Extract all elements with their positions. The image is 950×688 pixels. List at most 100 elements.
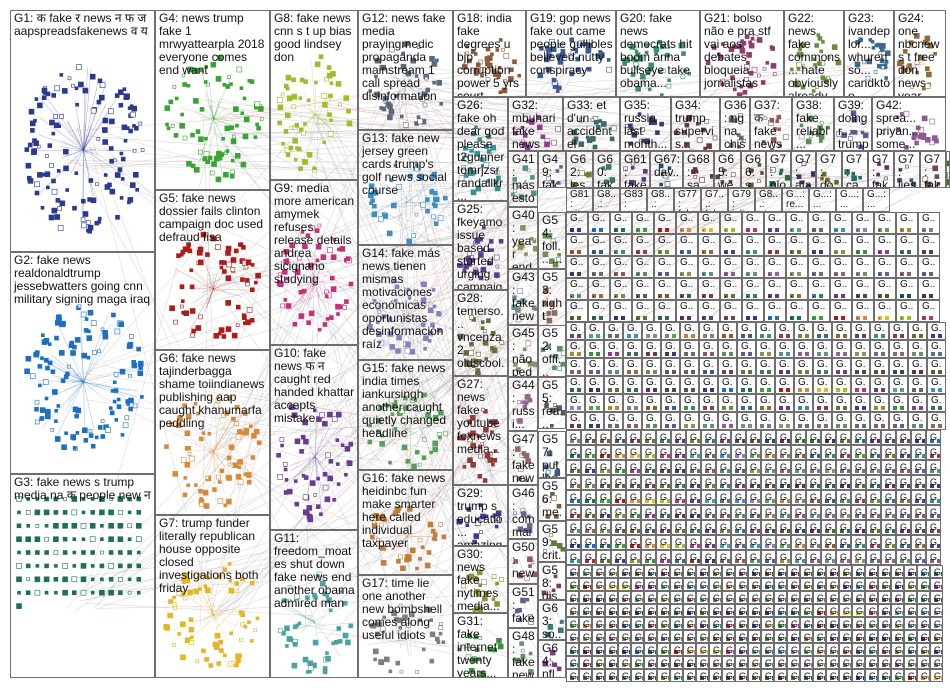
cluster-label: G... bbox=[874, 359, 885, 376]
cluster-label: G... bbox=[660, 552, 668, 564]
graph-node bbox=[218, 640, 223, 645]
graph-node bbox=[137, 370, 144, 377]
graph-node bbox=[62, 589, 68, 596]
cluster-label: G47: fake news... bbox=[512, 432, 535, 485]
cluster-label: G... bbox=[900, 432, 908, 444]
graph-node bbox=[44, 563, 49, 569]
graph-node bbox=[187, 248, 193, 254]
cluster-label: G... bbox=[615, 492, 623, 504]
intra-edge bbox=[314, 422, 343, 457]
graph-node bbox=[283, 129, 289, 134]
cluster-label: G... bbox=[570, 359, 581, 376]
graph-node bbox=[102, 127, 108, 133]
graph-node bbox=[287, 598, 291, 603]
graph-node bbox=[122, 87, 127, 91]
graph-node bbox=[242, 430, 248, 436]
cluster-panel-small: G... bbox=[686, 490, 701, 505]
cluster-label: G... bbox=[735, 537, 743, 549]
cluster-label: G... bbox=[931, 341, 942, 358]
intra-edge bbox=[38, 96, 84, 151]
graph-node bbox=[118, 510, 123, 515]
graph-node bbox=[127, 523, 132, 529]
graph-node bbox=[89, 536, 96, 543]
intra-edge bbox=[76, 127, 84, 151]
graph-node bbox=[281, 630, 286, 636]
cluster-panel-small: G... bbox=[896, 490, 911, 505]
cluster-panel-small: G... bbox=[701, 505, 716, 520]
intra-edge bbox=[307, 613, 316, 623]
graph-node bbox=[53, 536, 59, 543]
cluster-panel-small: G... bbox=[610, 212, 632, 234]
cluster-panel-small: G... bbox=[701, 475, 716, 490]
cluster-panel-small: G... bbox=[671, 490, 686, 505]
graph-node bbox=[51, 207, 58, 214]
cluster-panel-g30: G30: news fake nytimes media... bbox=[453, 546, 508, 613]
cluster-label: G37: क fake news timesofi... bbox=[754, 98, 783, 151]
cluster-panel-g74: G7: fak... bbox=[868, 151, 894, 188]
graph-node bbox=[388, 669, 393, 674]
cluster-label: G... bbox=[922, 279, 936, 300]
graph-node bbox=[214, 632, 221, 639]
graph-node bbox=[28, 108, 35, 115]
inter-cluster-edge bbox=[387, 308, 557, 360]
inter-cluster-edge bbox=[219, 130, 730, 286]
graph-node bbox=[253, 628, 257, 633]
cluster-label: G... bbox=[636, 213, 650, 234]
inter-cluster-edge bbox=[213, 123, 640, 435]
cluster-panel-small: G... bbox=[581, 505, 596, 520]
cluster-panel-g61: G61: fake... bbox=[620, 151, 650, 188]
cluster-panel-g33: G33: et d'un accidentel incendie... bbox=[563, 97, 620, 151]
graph-node bbox=[281, 141, 285, 146]
graph-node bbox=[302, 656, 309, 663]
cluster-panel-small: G... bbox=[698, 278, 720, 300]
graph-node bbox=[336, 462, 340, 466]
cluster-panel-small: G... bbox=[830, 278, 852, 300]
intra-edge bbox=[41, 381, 84, 429]
intra-edge bbox=[405, 202, 407, 204]
graph-node bbox=[329, 315, 334, 320]
graph-node bbox=[209, 170, 215, 176]
intra-edge bbox=[199, 116, 214, 120]
graph-node bbox=[109, 497, 113, 501]
graph-node bbox=[135, 188, 139, 192]
graph-node bbox=[428, 330, 434, 336]
graph-node bbox=[38, 383, 42, 388]
graph-node bbox=[234, 662, 239, 668]
graph-node bbox=[94, 435, 99, 440]
cluster-label: G... bbox=[615, 537, 623, 549]
intra-edge bbox=[406, 317, 432, 338]
graph-node bbox=[221, 334, 227, 339]
intra-edge bbox=[314, 435, 324, 457]
cluster-panel-small: G... bbox=[698, 256, 720, 278]
graph-node bbox=[367, 324, 373, 330]
graph-node bbox=[175, 422, 182, 428]
graph-node bbox=[61, 444, 67, 450]
cluster-panel-small: G... bbox=[683, 565, 696, 578]
cluster-label: G... bbox=[893, 377, 904, 394]
graph-node bbox=[436, 80, 442, 86]
cluster-label: G... bbox=[810, 507, 818, 519]
cluster-label: G... bbox=[798, 413, 809, 430]
cluster-nodes bbox=[16, 496, 142, 609]
cluster-panel-small: G... bbox=[881, 460, 896, 475]
cluster-panel-small: G... bbox=[791, 490, 806, 505]
graph-node bbox=[276, 453, 281, 458]
graph-node bbox=[182, 135, 188, 141]
inter-cluster-edge bbox=[83, 372, 396, 420]
cluster-panel-small: G83: cua... bbox=[620, 188, 647, 212]
cluster-panel-small: G... bbox=[676, 212, 698, 234]
cluster-panel-g18: G18: india fake degrees u bjp corruption… bbox=[453, 10, 526, 97]
cluster-label: G... bbox=[746, 301, 760, 322]
graph-node bbox=[388, 289, 393, 295]
cluster-panel-small: G... bbox=[654, 300, 676, 322]
cluster-panel-small: G... bbox=[661, 376, 680, 394]
cluster-panel-small: G... bbox=[566, 535, 581, 550]
graph-node bbox=[299, 449, 304, 454]
cluster-label: G... bbox=[636, 279, 650, 300]
intra-edge bbox=[405, 298, 407, 318]
cluster-panel-small: G... bbox=[676, 278, 698, 300]
cluster-panel-small: G... bbox=[896, 475, 911, 490]
graph-node bbox=[288, 637, 294, 643]
intra-edge bbox=[382, 317, 407, 348]
cluster-label: G... bbox=[790, 301, 804, 322]
